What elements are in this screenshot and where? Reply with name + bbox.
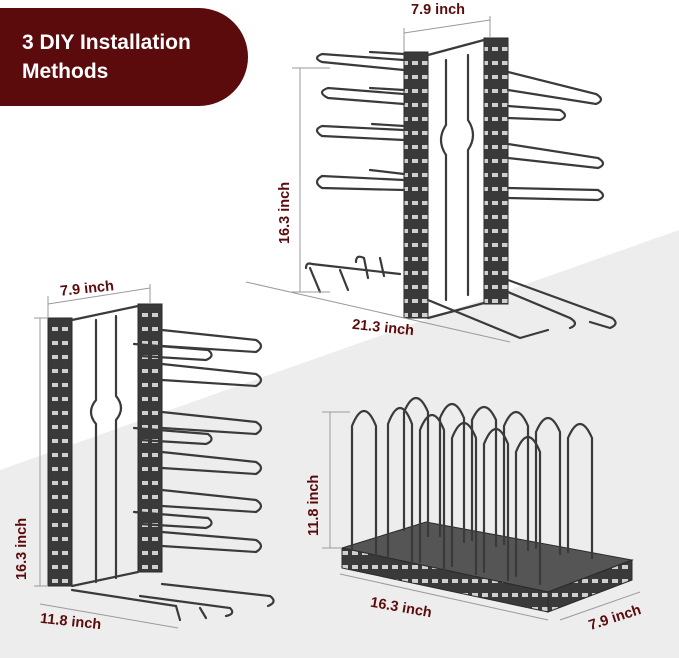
- left-height-label: 16.3 inch: [14, 517, 30, 580]
- bottom-height-label: 11.8 inch: [306, 474, 322, 536]
- title-line-2: Methods: [22, 60, 109, 83]
- top-height-label: 16.3 inch: [277, 181, 293, 244]
- top-width-label: 7.9 inch: [411, 2, 465, 18]
- rack-left: [47, 303, 275, 622]
- rack-bottom: [340, 396, 634, 613]
- title-badge: 3 DIY Installation Methods: [0, 8, 248, 106]
- title-line-1: 3 DIY Installation: [22, 31, 191, 54]
- rack-top: [304, 37, 617, 340]
- dimension-lines-bottom: [322, 411, 641, 621]
- dimension-lines-left: [34, 284, 179, 629]
- dimension-lines-top: [245, 16, 511, 343]
